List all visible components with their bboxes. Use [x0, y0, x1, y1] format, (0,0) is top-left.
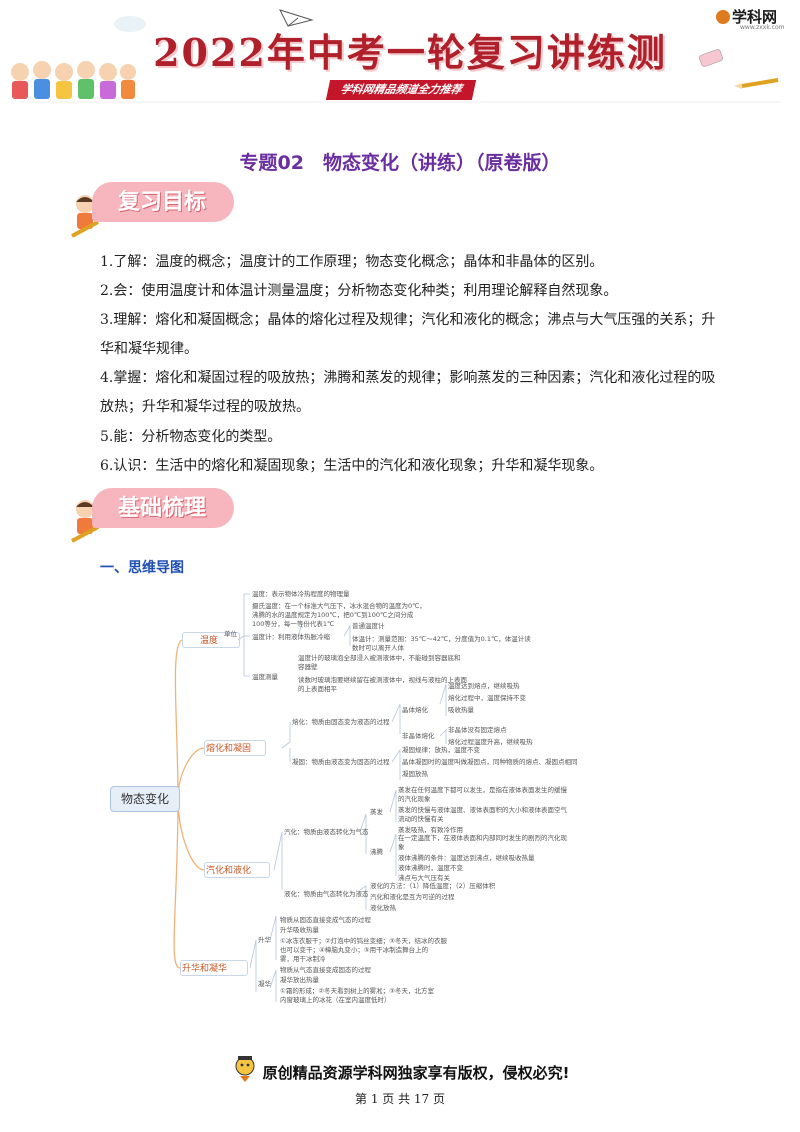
- mm-evap-3: 蒸发吸热，有致冷作用: [398, 826, 463, 834]
- banner-subtitle: 学科网精品频道全力推荐: [325, 80, 477, 100]
- goal-item-6: 6.认识：生活中的熔化和凝固现象；生活中的汽化和液化现象；升华和凝华现象。: [100, 458, 604, 474]
- banner-decoration: [20, 9, 780, 103]
- mm-temp-measure: 温度测量: [252, 673, 278, 681]
- mm-evap-1b: 的汽化现象: [398, 795, 431, 803]
- mm-subl-3b: 也可以变干；④樟脑丸变小；⑤用干冰制造舞台上的: [280, 946, 429, 954]
- goal-item-1: 1.了解：温度的概念；温度计的工作原理；物态变化概念；晶体和非晶体的区别。: [100, 254, 604, 270]
- branch-melting: 熔化和凝固: [206, 744, 252, 754]
- mm-depo-1: 物质从气态直接变成固态的过程: [280, 966, 371, 974]
- page-title: 专题02 物态变化（讲练）（原卷版）: [239, 152, 561, 174]
- mm-temp-thermo-b: 体温计：测量范围：35℃～42℃，分度值为0.1℃，体温计读: [352, 635, 531, 643]
- page-number: 第 1 页 共 17 页: [355, 1092, 445, 1106]
- goal-item-4: 4.掌握：熔化和凝固过程的吸放热；沸腾和蒸发的规律；影响蒸发的三种因素；汽化和液…: [100, 370, 716, 386]
- mm-boil-4: 沸点与大气压有关: [398, 874, 450, 882]
- kid-pencil-icon-2: [71, 500, 99, 543]
- mm-liq-2: 汽化和液化是互为可逆的过程: [370, 893, 455, 901]
- mm-subl-3c: 雾，用干冰制冷: [280, 955, 326, 963]
- goal-item-3: 3.理解：熔化和凝固概念；晶体的熔化过程及规律；汽化和液化的概念；沸点与大气压强…: [100, 312, 716, 328]
- mm-temp-measure-b2: 的上表面相平: [298, 685, 337, 693]
- mm-crystal-2: 熔化过程中，温度保持不变: [448, 694, 526, 702]
- mindmap-root: 物态变化: [110, 786, 180, 812]
- mm-solid-3: 凝固放热: [402, 770, 428, 778]
- branch-vaporization: 汽化和液化: [206, 866, 252, 876]
- kid-pencil-icon: [71, 195, 99, 238]
- mm-subl-1: 物质从固态直接变成气态的过程: [280, 916, 371, 924]
- mm-temp-thermo-a: 普通温度计: [352, 622, 385, 630]
- mm-solid-2: 晶体凝固时的温度叫做凝固点，同种物质的熔点、凝固点相同: [402, 758, 578, 766]
- mm-depo-3b: 内窗玻璃上的冰花（在室内温度低时）: [280, 996, 391, 1004]
- mindmap-heading: 一、思维导图: [100, 560, 184, 576]
- mm-vap: 汽化：物质由液态转化为气态: [284, 828, 369, 836]
- mindmap: 物态变化 温度 熔化和凝固 汽化和液化 升华和凝华 温度：表示物体冷热程度的物理…: [100, 584, 790, 1024]
- mm-evap-1: 蒸发在任何温度下都可以发生，是指在液体表面发生的缓慢: [398, 786, 567, 794]
- mm-crystal-1: 温度达到熔点，继续吸热: [448, 682, 520, 690]
- mm-temp-def: 温度：表示物体冷热程度的物理量: [252, 590, 350, 598]
- mm-noncrystal-2: 熔化过程温度升高，继续吸热: [448, 738, 533, 746]
- mm-temp-celsius2: 沸腾的水的温度规定为100℃，把0℃到100℃之间分成: [252, 611, 414, 619]
- mm-temp-measure-a: 温度计的玻璃泡全部浸入被测液体中，不能碰到容器底和: [298, 654, 461, 662]
- goal-item-2: 2.会：使用温度计和体温计测量温度；分析物态变化种类；利用理论解释自然现象。: [100, 283, 618, 299]
- section-badge-review-goals: 复习目标: [92, 182, 234, 222]
- mm-boil-2: 液体沸腾的条件：温度达到沸点，继续吸收热量: [398, 854, 535, 862]
- mm-noncrystal-1: 非晶体没有固定熔点: [448, 726, 507, 734]
- mindmap-lines: [173, 593, 447, 1002]
- mm-temp-thermo-b2: 数时可以离开人体: [352, 644, 404, 652]
- mm-boil-1: 在一定温度下，在液体表面和内部同时发生的剧烈的汽化现: [398, 834, 567, 842]
- mm-evap-2: 蒸发的快慢与液体温度、液体表面积的大小和液体表面空气: [398, 806, 567, 814]
- mm-liq: 液化：物质由气态转化为液态: [284, 890, 369, 898]
- mm-solid-1: 凝固规律：放热，温度不变: [402, 746, 480, 754]
- mm-subl-2: 升华吸收热量: [280, 926, 319, 934]
- mm-temp-thermo: 温度计：利用液体热胀冷缩: [252, 633, 330, 641]
- logo-url: www.zxxk.com: [740, 24, 785, 31]
- goal-item-4-cont: 放热；升华和凝华过程的吸放热。: [100, 399, 310, 415]
- mm-melt: 熔化：物质由固态变为液态的过程: [292, 718, 390, 726]
- mm-solid: 凝固：物质由液态变为固态的过程: [292, 758, 390, 766]
- mm-liq-1: 液化的方法：（1）降低温度；（2）压缩体积: [370, 882, 496, 890]
- mm-boil: 沸腾: [370, 848, 383, 856]
- site-logo[interactable]: 学科网: [716, 6, 777, 27]
- mm-temp-measure-a2: 容器壁: [298, 663, 318, 671]
- goal-item-5: 5.能：分析物态变化的类型。: [100, 429, 282, 445]
- logo-text: 学科网: [732, 8, 778, 26]
- mm-subl-3: ①冰冻衣服干；②灯泡中的钨丝变细；③冬天，结冰的衣服: [280, 937, 447, 945]
- mm-temp-celsius3: 100等分，每一等份代表1℃: [252, 620, 335, 628]
- branch-sublimation: 升华和凝华: [182, 964, 228, 974]
- mm-temp-unit: 单位: [224, 630, 237, 638]
- mm-crystal-3: 吸收热量: [448, 706, 474, 714]
- mm-depo-3: ①霜的形成；②冬天看到树上的雾凇；③冬天，北方室: [280, 987, 434, 995]
- section-badge-basics: 基础梳理: [92, 488, 234, 528]
- mm-depo-2: 凝华放出热量: [280, 976, 319, 984]
- kids-illustration: [11, 61, 136, 99]
- mm-noncrystal: 非晶体熔化: [402, 732, 435, 740]
- mm-temp-measure-b: 读数时玻璃泡要继续留在被测液体中，视线与液柱的上表面: [298, 676, 467, 684]
- mascot-icon: [235, 1056, 255, 1082]
- mm-evap: 蒸发: [370, 808, 383, 816]
- logo-icon: [716, 10, 730, 24]
- branch-temperature: 温度: [200, 636, 219, 646]
- mm-subl: 升华: [258, 936, 271, 944]
- mm-depo: 凝华: [258, 980, 271, 988]
- mm-evap-2b: 流动的快慢有关: [398, 815, 444, 823]
- footer-copyright: 原创精品资源学科网独家享有版权，侵权必究!: [262, 1064, 570, 1082]
- banner-title: 2022年中考一轮复习讲练测: [153, 30, 667, 75]
- header-banner: 2022年中考一轮复习讲练测 学科网精品频道全力推荐 学科网 www.zxxk.…: [0, 0, 800, 110]
- mm-temp-celsius: 摄氏温度：在一个标准大气压下，冰水混合物的温度为0℃，: [252, 602, 426, 610]
- mm-crystal: 晶体熔化: [402, 706, 428, 714]
- mm-boil-3: 液体沸腾时，温度不变: [398, 864, 463, 872]
- mm-boil-1b: 象: [398, 843, 405, 851]
- goal-item-3-cont: 华和凝华规律。: [100, 341, 198, 357]
- mm-liq-3: 液化放热: [370, 904, 396, 912]
